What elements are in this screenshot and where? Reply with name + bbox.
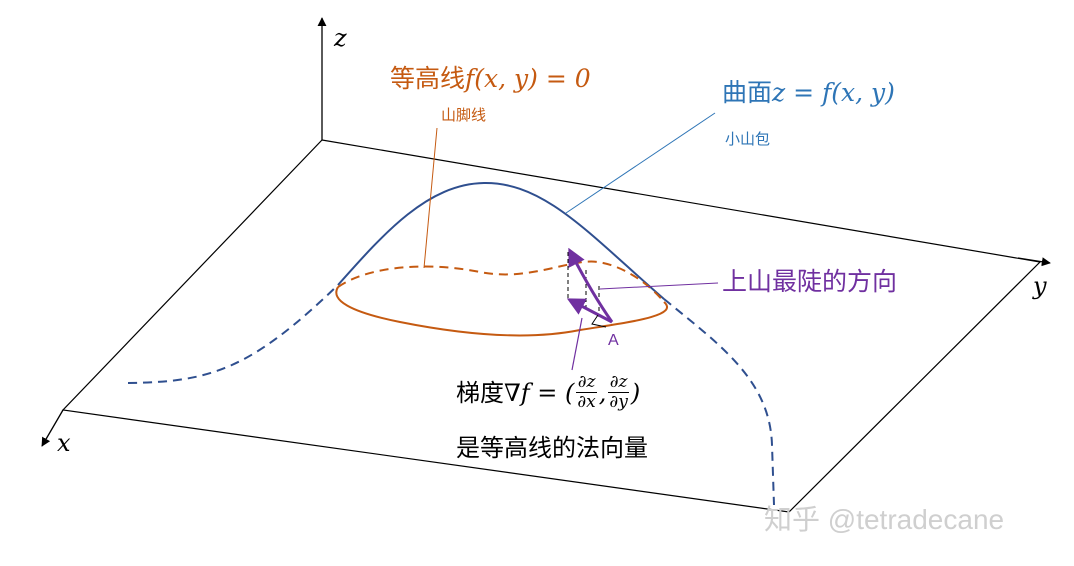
gradient-close: ) — [630, 378, 641, 407]
gradient-formula: 梯度 ∇f = ( ∂z ∂x , ∂z ∂y ) — [456, 374, 640, 411]
right-angle-mark — [591, 314, 607, 328]
gradient-numerator-x: ∂z — [575, 372, 598, 393]
gradient-vector-arrow — [566, 298, 613, 324]
contour-loop-back — [337, 260, 665, 303]
gradient-prefix: 梯度 — [456, 378, 504, 407]
contour-loop-front — [335, 286, 668, 337]
gradient-leader-line — [571, 317, 583, 371]
surface-title: 曲面z = f(x, y) — [722, 80, 895, 105]
y-axis — [1017, 257, 1051, 267]
contour-title-prefix: 等高线 — [390, 64, 466, 93]
x-axis-label: x — [57, 429, 71, 457]
contour-title: 等高线f(x, y) = 0 — [390, 66, 591, 91]
contour-formula: f(x, y) = 0 — [465, 64, 591, 93]
surface-curve — [337, 181, 665, 300]
gradient-denominator-y: ∂y — [609, 392, 628, 412]
surface-title-prefix: 曲面 — [722, 78, 773, 107]
gradient-numerator-y: ∂z — [607, 372, 630, 393]
surface-formula: z = f(x, y) — [772, 78, 895, 107]
gradient-fraction-y: ∂z ∂y — [607, 372, 630, 412]
contour-leader-line — [423, 127, 438, 269]
surface-curve-dashed-left — [127, 284, 339, 384]
point-a-label: A — [608, 332, 619, 349]
steepest-direction-label: 上山最陡的方向 — [722, 267, 898, 296]
gradient-fraction-x: ∂z ∂x — [575, 372, 598, 412]
gradient-denominator-x: ∂x — [577, 392, 596, 412]
gradient-normal-note: 是等高线的法向量 — [456, 434, 648, 462]
x-axis — [41, 409, 64, 447]
surface-leader-line — [565, 112, 716, 214]
surface-note: 小山包 — [725, 130, 771, 148]
steepest-direction-arrow — [568, 247, 614, 323]
y-axis-label: y — [1033, 272, 1047, 300]
z-axis-label: z — [334, 24, 347, 52]
surface-curve-dashed-right — [663, 298, 775, 506]
steepest-leader-line — [599, 282, 719, 290]
watermark: 知乎 @tetradecane — [764, 504, 1005, 535]
ground-plane — [61, 139, 1042, 513]
gradient-comma: , — [598, 378, 607, 407]
gradient-nabla: ∇f = ( — [504, 378, 575, 407]
contour-note: 山脚线 — [441, 106, 487, 124]
